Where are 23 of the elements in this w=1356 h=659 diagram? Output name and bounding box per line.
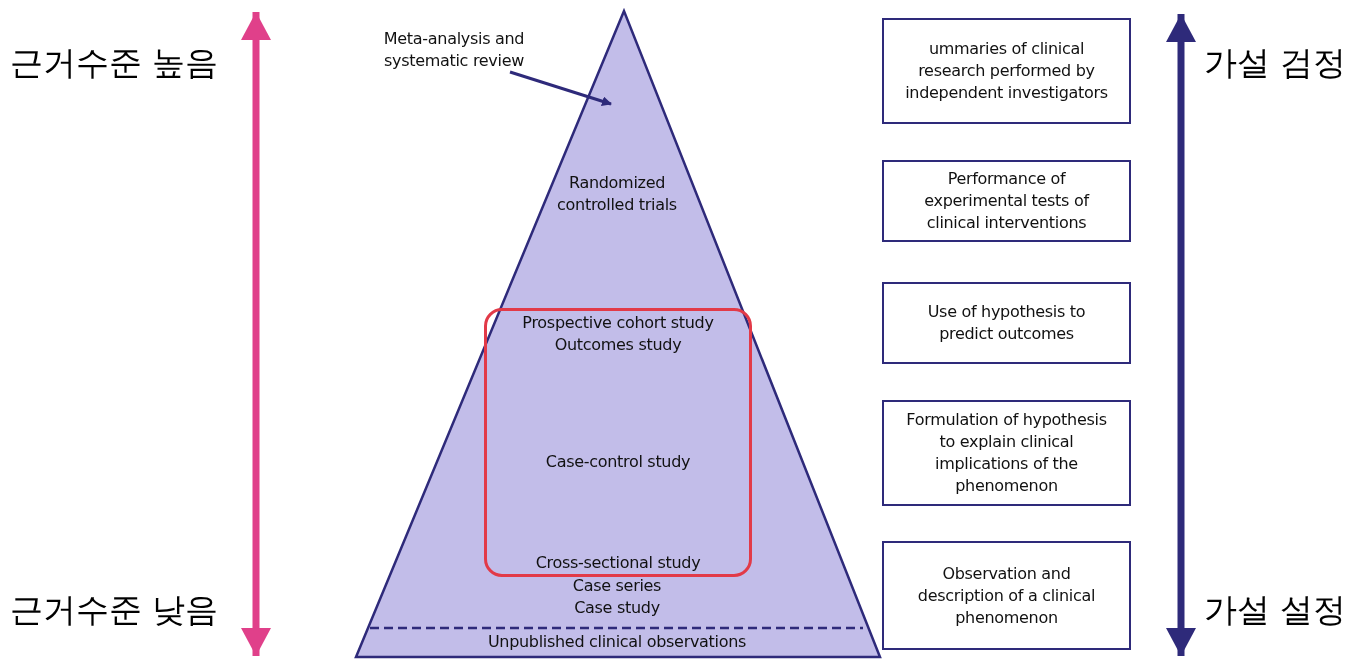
text-box	[882, 541, 1131, 650]
node-text: Formulation of hypothesis to explain clinical implications of the phenomenon	[905, 409, 1108, 497]
node-text: Prospective cohort study Outcomes study	[521, 312, 715, 356]
node-text: ummaries of clinical research performed by independent investigators	[904, 38, 1109, 104]
highlight-box	[484, 308, 752, 577]
side-label: 가설 검정	[1204, 43, 1347, 83]
leader-line	[509, 70, 612, 107]
side-label: 가설 설정	[1204, 590, 1347, 630]
text-box	[882, 282, 1131, 364]
node-text: Unpublished clinical observations	[486, 631, 748, 653]
node-text: Observation and description of a clinical phenomenon	[916, 562, 1097, 629]
node-text: Use of hypothesis to predict outcomes	[926, 301, 1087, 345]
text-box	[882, 18, 1131, 124]
node-text: Randomized controlled trials	[557, 172, 677, 216]
side-label: 근거수준 낮음	[10, 590, 219, 630]
node-text: Performance of experimental tests of clinical interventions	[923, 168, 1091, 234]
node-text: Case series Case study	[571, 575, 663, 619]
node-text: Cross-sectional study	[534, 552, 702, 574]
side-label: 근거수준 높음	[10, 43, 219, 83]
text-box	[882, 160, 1131, 242]
node-text: Meta-analysis and systematic review	[382, 28, 526, 72]
node-text: Case-control study	[544, 451, 692, 473]
text-box	[882, 400, 1131, 506]
